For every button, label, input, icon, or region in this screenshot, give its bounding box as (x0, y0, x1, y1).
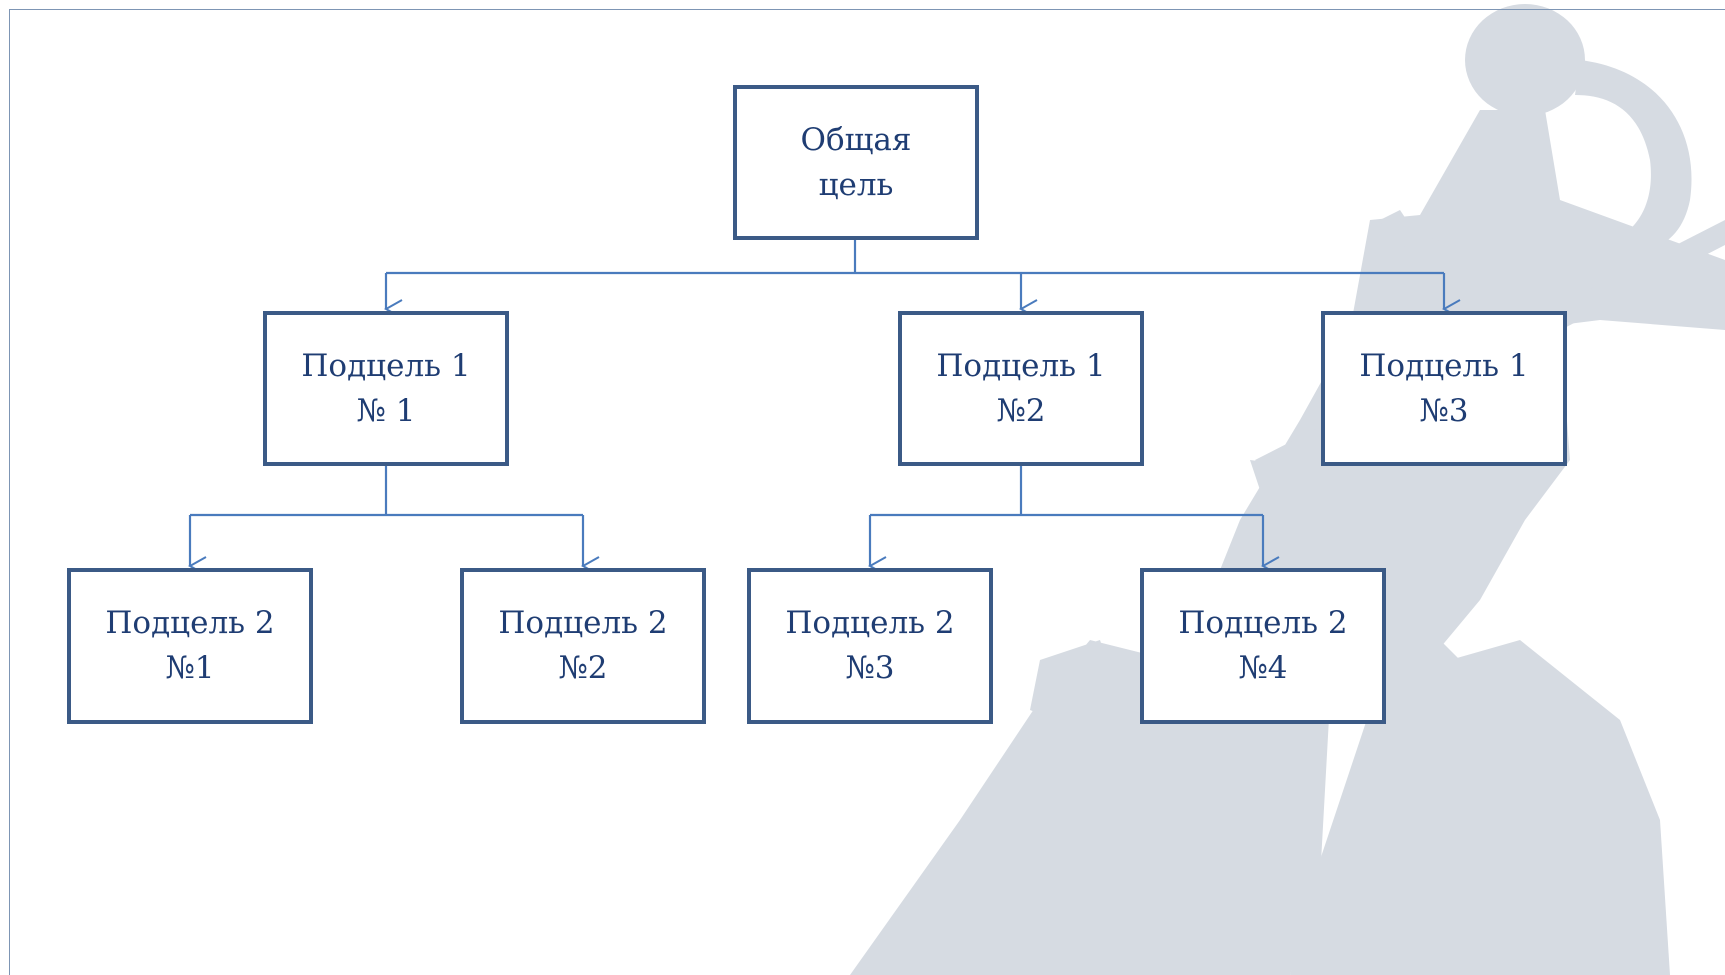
node-label-line1: Подцель 2 (105, 605, 275, 641)
node-label-line2: цель (818, 166, 894, 203)
node-label-line2: №3 (845, 650, 895, 686)
node-subgoal2-4: Подцель 2 №4 (1140, 568, 1386, 724)
node-label-line1: Подцель 1 (1359, 347, 1529, 384)
node-subgoal2-3: Подцель 2 №3 (747, 568, 993, 724)
node-label-line2: №2 (996, 392, 1046, 429)
node-label-line1: Общая (800, 121, 912, 158)
slide-frame (9, 9, 1725, 975)
node-label-line2: №4 (1238, 650, 1288, 686)
node-label-line1: Подцель 2 (785, 605, 955, 641)
node-subgoal1-2: Подцель 1 №2 (898, 311, 1144, 466)
node-label-line1: Подцель 1 (936, 347, 1106, 384)
node-label-line2: №2 (558, 650, 608, 686)
node-label-line1: Подцель 1 (301, 347, 471, 384)
node-label-line1: Подцель 2 (1178, 605, 1348, 641)
node-label-line1: Подцель 2 (498, 605, 668, 641)
node-label-line2: № 1 (356, 392, 416, 429)
node-label-line2: №3 (1419, 392, 1469, 429)
node-label-line2: №1 (165, 650, 215, 686)
node-subgoal2-2: Подцель 2 №2 (460, 568, 706, 724)
node-subgoal1-1: Подцель 1 № 1 (263, 311, 509, 466)
node-subgoal2-1: Подцель 2 №1 (67, 568, 313, 724)
node-subgoal1-3: Подцель 1 №3 (1321, 311, 1567, 466)
node-general-goal: Общая цель (733, 85, 979, 240)
